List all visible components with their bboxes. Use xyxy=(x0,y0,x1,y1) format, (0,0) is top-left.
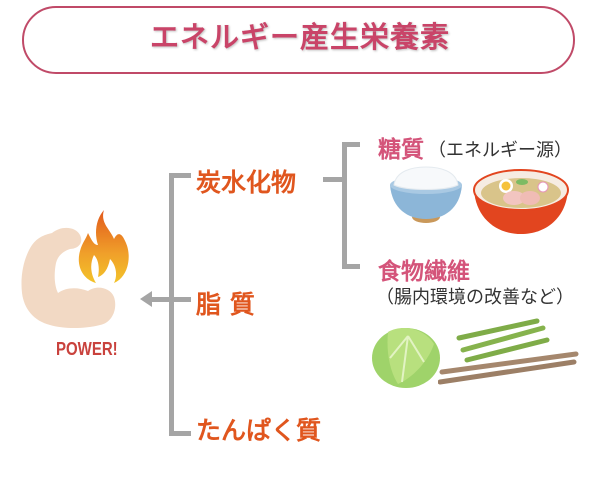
muscle-arm-icon xyxy=(21,210,129,328)
main-bracket-top-arm xyxy=(169,173,191,178)
subcategory-dietary-fiber: 食物繊維 xyxy=(378,259,470,285)
category-lipid: 脂 質 xyxy=(196,290,255,319)
sugar-note: （エネルギー源） xyxy=(428,140,572,161)
power-label: POWER! xyxy=(56,338,118,361)
main-bracket-bottom-arm xyxy=(169,431,191,436)
category-carbohydrate: 炭水化物 xyxy=(196,168,297,197)
ramen-bowl-icon xyxy=(473,169,569,234)
sub-bracket-vertical xyxy=(342,142,347,269)
cabbage-icon xyxy=(372,328,440,388)
burdock-root-icon xyxy=(438,351,579,385)
sub-bracket-stub xyxy=(323,177,346,182)
main-bracket-vertical xyxy=(169,173,174,436)
diagram-title: エネルギー産生栄養素 xyxy=(149,20,450,54)
main-bracket-middle-arm xyxy=(150,297,191,302)
subcategory-sugar: 糖質 xyxy=(378,137,424,163)
sub-bracket-top-arm xyxy=(342,142,360,147)
rice-bowl-icon xyxy=(390,166,462,223)
title-frame xyxy=(22,6,575,74)
asparagus-icon xyxy=(456,318,550,363)
arrow-left-icon xyxy=(140,291,152,307)
dietary-fiber-note: （腸内環境の改善など） xyxy=(376,287,574,308)
sub-bracket-bottom-arm xyxy=(342,264,360,269)
category-protein: たんぱく質 xyxy=(196,416,322,445)
flame-icon xyxy=(78,210,129,283)
